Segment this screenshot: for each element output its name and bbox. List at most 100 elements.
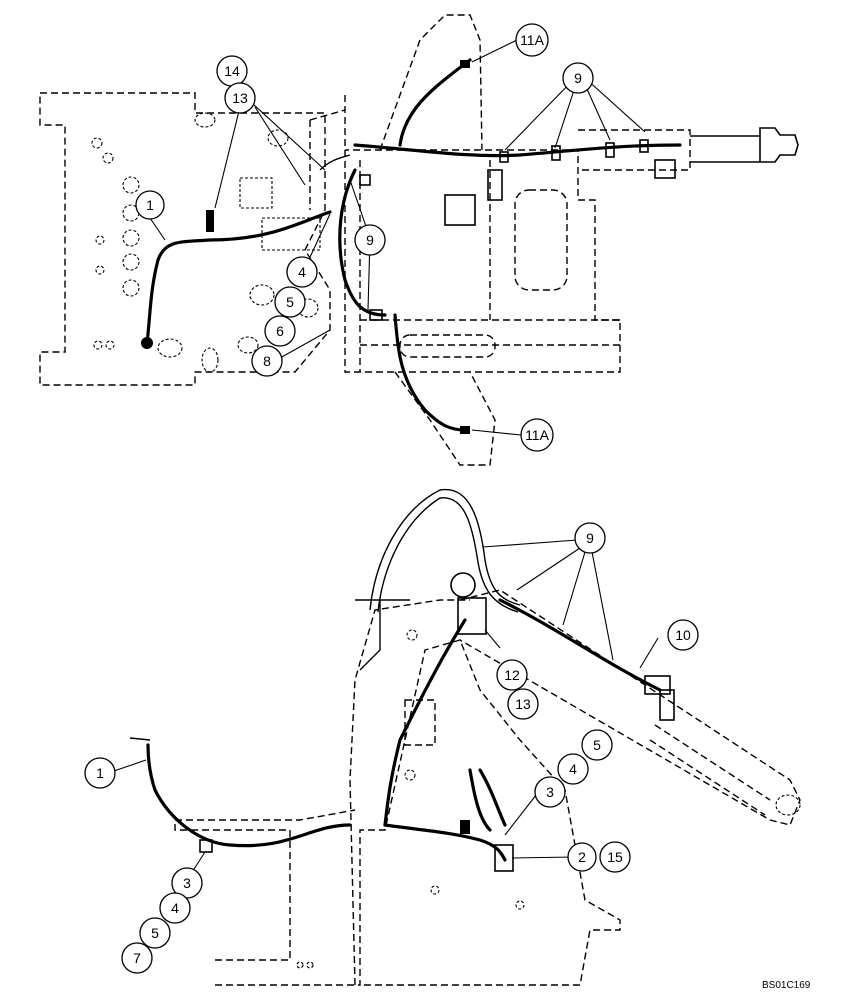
central-frame: [344, 95, 621, 373]
callout-5-side-a: 5: [581, 729, 613, 761]
harness-down-run: [338, 168, 387, 317]
bottom-light-plug: [460, 426, 470, 434]
side-holes: [296, 629, 525, 969]
svg-text:5: 5: [286, 294, 294, 310]
side-cylinder: [649, 724, 771, 816]
arm-pivot: [775, 794, 801, 816]
svg-text:11A: 11A: [525, 427, 550, 443]
right-boom: [578, 129, 691, 171]
svg-text:11A: 11A: [520, 32, 545, 48]
callout-4-top: 4: [286, 256, 318, 288]
svg-text:9: 9: [586, 530, 594, 546]
svg-text:13: 13: [232, 90, 248, 106]
svg-text:7: 7: [133, 950, 141, 966]
boom-switch: [654, 159, 676, 179]
side-boom-switch: [644, 675, 671, 695]
side-lower-left-arm: [174, 809, 356, 961]
side-harness-left-end: [129, 737, 151, 741]
svg-text:5: 5: [593, 737, 601, 753]
harness-clips: [359, 139, 649, 321]
frame-slot: [399, 334, 496, 358]
side-harness-loop-inner: [377, 497, 519, 613]
callout-11A-bottom: 11A: [520, 418, 554, 452]
callout-5-top: 5: [274, 286, 306, 318]
svg-text:9: 9: [574, 70, 582, 86]
callout-12-side: 12: [496, 659, 528, 691]
callout-4-side-b: 4: [159, 892, 191, 924]
top-view: 1 14 13 9 9 4 5 6 8 11A 11A: [39, 14, 799, 466]
svg-text:1: 1: [146, 197, 154, 213]
svg-text:3: 3: [183, 875, 191, 891]
side-base-frame: [215, 639, 621, 986]
top-tower: [379, 14, 483, 151]
frame-top-plate: [309, 109, 346, 210]
left-chassis-plate: [39, 92, 331, 386]
side-boom-bracket: [659, 689, 675, 721]
svg-text:14: 14: [224, 63, 240, 79]
svg-text:9: 9: [366, 232, 374, 248]
svg-text:2: 2: [578, 849, 586, 865]
harness-left-branch: [145, 210, 332, 345]
callout-2-side: 2: [567, 842, 597, 872]
callout-1-top: 1: [135, 190, 165, 220]
svg-text:4: 4: [298, 264, 306, 280]
callout-5-side-b: 5: [139, 917, 171, 949]
upper-pivot: [450, 572, 476, 598]
side-harness-main-drop: [383, 618, 467, 827]
callout-11A-top: 11A: [515, 23, 549, 57]
callout-14-top: 14: [216, 55, 248, 87]
callout-13-side: 13: [507, 688, 539, 720]
callout-13-top: 13: [224, 82, 256, 114]
plate-holes: [91, 112, 321, 373]
side-view: 9 10 12 13 5 4 3 2 15 1 3 4 5 7: [84, 488, 801, 986]
figure-code: BS01C169: [762, 980, 811, 991]
connector-13: [206, 210, 214, 232]
callout-6-top: 6: [264, 315, 296, 347]
side-harness-loop-outer: [369, 488, 521, 611]
callout-9-top-a: 9: [562, 62, 594, 94]
svg-text:3: 3: [546, 784, 554, 800]
svg-text:15: 15: [607, 849, 623, 865]
side-view-leaders: [113, 539, 659, 881]
harness-to-top-light: [398, 58, 472, 147]
side-harness-arm-run: [498, 598, 662, 692]
side-connector-3: [460, 820, 470, 834]
callout-9-top-b: 9: [354, 224, 386, 256]
callout-3-side-a: 3: [534, 776, 566, 808]
side-harness-upper-branch: [355, 599, 410, 671]
callout-8-top: 8: [251, 345, 283, 377]
side-harness-lower-run: [383, 823, 507, 862]
harness-to-bottom-light: [393, 313, 467, 432]
callout-9-side: 9: [574, 522, 606, 554]
ground-terminal: [141, 337, 153, 349]
callout-4-side-a: 4: [557, 753, 589, 785]
connector-block: [487, 169, 503, 201]
svg-text:12: 12: [504, 667, 520, 683]
callout-15-side: 15: [599, 841, 631, 873]
bottom-leg: [394, 371, 496, 466]
top-view-leaders: [149, 39, 646, 436]
svg-text:4: 4: [171, 900, 179, 916]
svg-text:1: 1: [96, 765, 104, 781]
svg-text:10: 10: [675, 627, 691, 643]
side-connector-left: [199, 839, 213, 853]
svg-text:8: 8: [263, 353, 271, 369]
callout-10-side: 10: [667, 619, 699, 651]
svg-text:13: 13: [515, 696, 531, 712]
svg-text:5: 5: [151, 925, 159, 941]
callout-1-side: 1: [84, 757, 116, 789]
side-lift-arm: [459, 589, 801, 826]
top-light-plug: [460, 60, 470, 68]
side-harness-to-left: [146, 743, 352, 848]
harness-main-run: [353, 143, 682, 158]
side-harness-rear-loop: [468, 768, 507, 832]
callout-7-side: 7: [121, 942, 153, 974]
boom-end-fitting: [759, 127, 799, 163]
svg-text:4: 4: [569, 761, 577, 777]
side-upright: [349, 599, 470, 986]
relay-block: [444, 194, 476, 226]
side-connector-12: [457, 597, 487, 635]
frame-window: [514, 189, 568, 291]
right-boom-rod: [690, 135, 760, 163]
